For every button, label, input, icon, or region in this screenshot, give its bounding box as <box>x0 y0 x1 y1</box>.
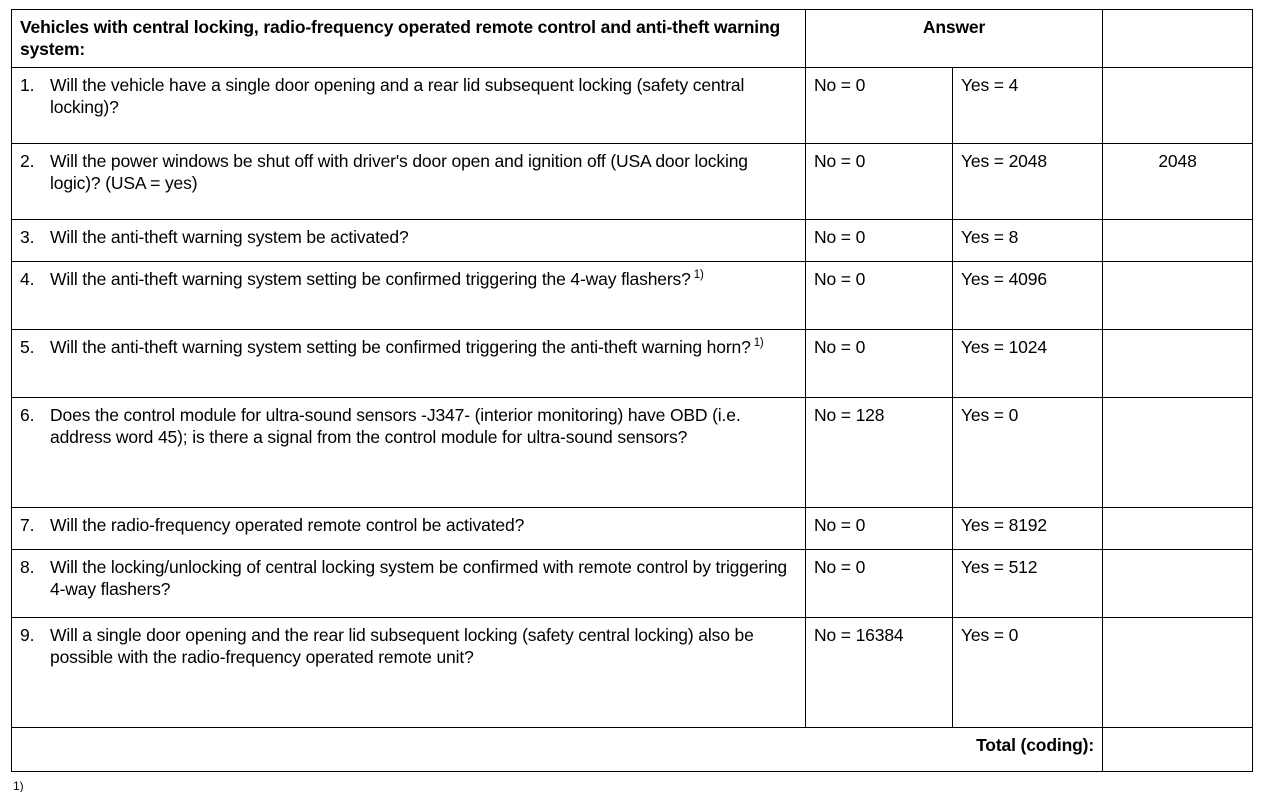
footnote-area: 1) <box>13 780 313 792</box>
question-text: Will the anti-theft warning system be ac… <box>50 227 409 248</box>
answer-yes-cell: Yes = 8192 <box>951 507 1104 551</box>
answer-no-cell: No = 0 <box>805 67 953 145</box>
result-cell[interactable]: 2048 <box>1102 143 1254 221</box>
answer-no-cell: No = 0 <box>805 549 953 619</box>
result-cell[interactable] <box>1102 549 1254 619</box>
answer-no-cell: No = 0 <box>805 143 953 221</box>
question-cell: 7. Will the radio-frequency operated rem… <box>11 507 806 551</box>
answer-yes-cell: Yes = 0 <box>951 397 1104 509</box>
answer-yes-cell: Yes = 2048 <box>951 143 1104 221</box>
coding-worksheet-table: Vehicles with central locking, radio-fre… <box>10 8 1254 773</box>
answer-no-cell: No = 0 <box>805 219 953 263</box>
question-text: Will a single door opening and the rear … <box>50 625 754 668</box>
question-number: 1. <box>20 75 35 96</box>
table-row: 6. Does the control module for ultra-sou… <box>11 397 1254 509</box>
question-cell: 6. Does the control module for ultra-sou… <box>11 397 806 509</box>
table-row: 3. Will the anti-theft warning system be… <box>11 219 1254 263</box>
footnote-marker: 1) <box>693 269 704 282</box>
question-text: Will the radio-frequency operated remote… <box>50 515 525 536</box>
answer-yes-cell: Yes = 8 <box>951 219 1104 263</box>
result-cell[interactable] <box>1102 617 1254 729</box>
answer-no-cell: No = 16384 <box>805 617 953 729</box>
question-cell: 4. Will the anti-theft warning system se… <box>11 261 806 331</box>
answer-no-cell: No = 0 <box>805 329 953 399</box>
table-row: 9. Will a single door opening and the re… <box>11 617 1254 729</box>
table-row: 8. Will the locking/unlocking of central… <box>11 549 1254 619</box>
answer-no-cell: No = 0 <box>805 261 953 331</box>
question-number: 2. <box>20 151 35 172</box>
result-cell[interactable] <box>1102 507 1254 551</box>
table-title: Vehicles with central locking, radio-fre… <box>11 8 806 69</box>
question-number: 6. <box>20 405 35 426</box>
answer-yes-cell: Yes = 4 <box>951 67 1104 145</box>
table-row: 7. Will the radio-frequency operated rem… <box>11 507 1254 551</box>
result-column-header <box>1102 8 1254 69</box>
answer-no-cell: No = 0 <box>805 507 953 551</box>
answer-column-header: Answer <box>804 8 1104 69</box>
table-row: 5. Will the anti-theft warning system se… <box>11 329 1254 399</box>
result-cell[interactable] <box>1102 261 1254 331</box>
answer-no-cell: No = 128 <box>805 397 953 509</box>
question-text: Does the control module for ultra-sound … <box>50 405 741 448</box>
question-number: 7. <box>20 515 35 536</box>
question-text: Will the power windows be shut off with … <box>50 151 748 194</box>
question-text: Will the locking/unlocking of central lo… <box>50 557 788 600</box>
question-cell: 1. Will the vehicle have a single door o… <box>11 67 806 145</box>
question-text: Will the anti-theft warning system setti… <box>50 269 704 290</box>
total-row: Total (coding): <box>10 727 1254 773</box>
footnote-marker: 1) <box>753 337 764 350</box>
footnote-marker-bottom: 1) <box>13 780 24 792</box>
question-text: Will the vehicle have a single door open… <box>50 75 745 118</box>
answer-yes-cell: Yes = 512 <box>951 549 1104 619</box>
question-number: 4. <box>20 269 35 290</box>
result-cell[interactable] <box>1102 329 1254 399</box>
question-cell: 3. Will the anti-theft warning system be… <box>11 219 806 263</box>
result-cell[interactable] <box>1102 67 1254 145</box>
total-label: Total (coding): <box>10 727 1104 773</box>
question-number: 9. <box>20 625 35 646</box>
table-row: 1. Will the vehicle have a single door o… <box>11 67 1254 145</box>
question-cell: 9. Will a single door opening and the re… <box>11 617 806 729</box>
table-header-row: Vehicles with central locking, radio-fre… <box>11 8 1254 69</box>
question-text: Will the anti-theft warning system setti… <box>50 337 764 358</box>
question-number: 3. <box>20 227 35 248</box>
question-cell: 5. Will the anti-theft warning system se… <box>11 329 806 399</box>
table-row: 4. Will the anti-theft warning system se… <box>11 261 1254 331</box>
question-cell: 2. Will the power windows be shut off wi… <box>11 143 806 221</box>
result-cell[interactable] <box>1102 397 1254 509</box>
question-cell: 8. Will the locking/unlocking of central… <box>11 549 806 619</box>
table-row: 2. Will the power windows be shut off wi… <box>11 143 1254 221</box>
answer-yes-cell: Yes = 1024 <box>951 329 1104 399</box>
total-value-cell[interactable] <box>1102 727 1254 773</box>
answer-yes-cell: Yes = 0 <box>951 617 1104 729</box>
question-number: 8. <box>20 557 35 578</box>
result-cell[interactable] <box>1102 219 1254 263</box>
question-number: 5. <box>20 337 35 358</box>
answer-yes-cell: Yes = 4096 <box>951 261 1104 331</box>
